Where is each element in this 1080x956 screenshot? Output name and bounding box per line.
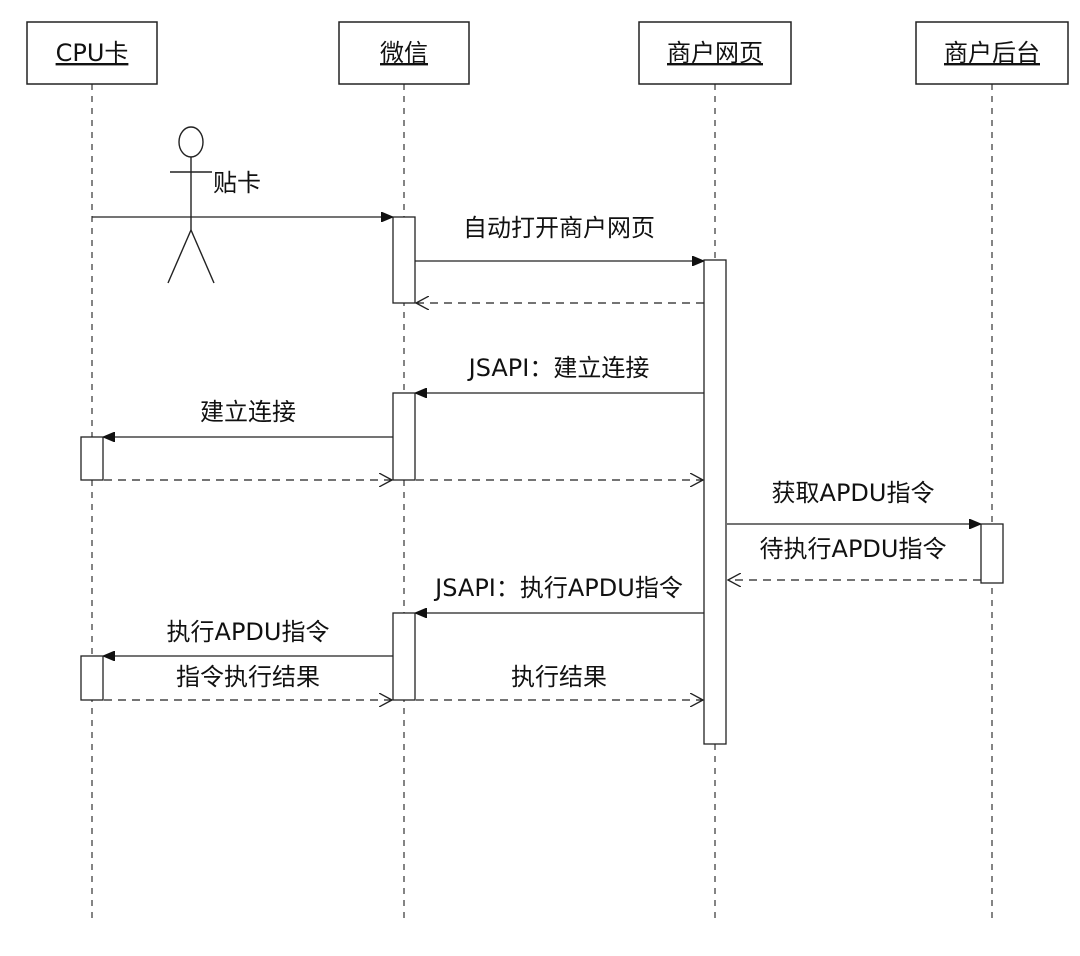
message-label-execution-result: 执行结果	[511, 663, 607, 691]
message-label-get-apdu: 获取APDU指令	[772, 479, 935, 507]
activation-wechat-1	[392, 216, 416, 304]
message-label-jsapi-connect: JSAPI：建立连接	[467, 354, 650, 382]
message-label-jsapi-execute: JSAPI：执行APDU指令	[433, 574, 683, 602]
participant-backend: 商户后台	[915, 21, 1069, 85]
activation-wechat-3	[392, 612, 416, 701]
participant-web: 商户网页	[638, 21, 792, 85]
message-label-execute-apdu: 执行APDU指令	[167, 618, 330, 646]
activation-wechat-2	[392, 392, 416, 481]
message-label-open-webpage: 自动打开商户网页	[463, 214, 655, 242]
message-label-tap-card: 贴卡	[213, 169, 261, 197]
activation-web	[703, 259, 727, 745]
message-label-command-result: 指令执行结果	[176, 663, 320, 691]
participant-label: 商户后台	[944, 39, 1040, 67]
message-label-pending-apdu: 待执行APDU指令	[760, 535, 947, 563]
participant-label: CPU卡	[56, 39, 129, 67]
participant-wechat: 微信	[338, 21, 470, 85]
message-label-connect: 建立连接	[200, 398, 296, 426]
activation-backend	[980, 523, 1004, 584]
participant-label: 商户网页	[667, 39, 763, 67]
activation-cpu-1	[80, 436, 104, 481]
participant-cpu: CPU卡	[26, 21, 158, 85]
activation-cpu-2	[80, 655, 104, 701]
participant-label: 微信	[380, 39, 428, 67]
actor-figure	[167, 126, 215, 284]
